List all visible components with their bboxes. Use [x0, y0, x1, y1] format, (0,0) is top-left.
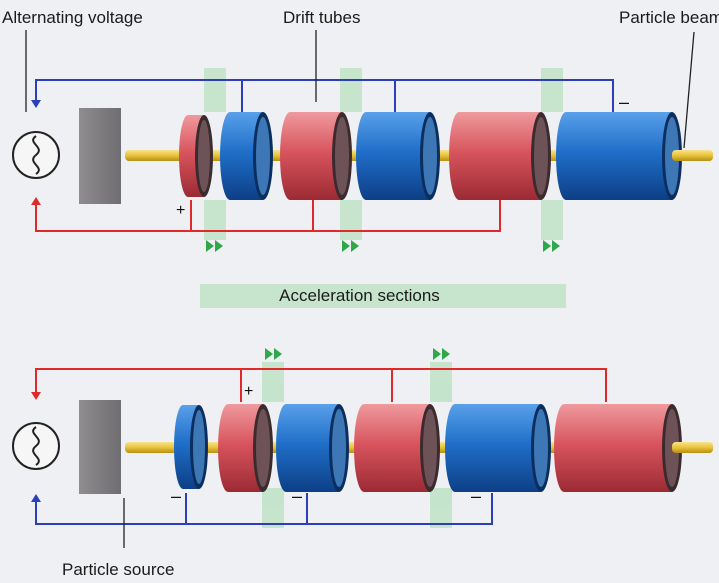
- wire-arrow-red: [31, 197, 41, 205]
- minus-sign: –: [471, 486, 481, 506]
- plus-sign: +: [176, 202, 185, 219]
- minus-sign: –: [171, 486, 181, 506]
- label-alternating-voltage: Alternating voltage: [2, 8, 143, 27]
- wire-arrow-blue: [31, 494, 41, 502]
- acceleration-band: [200, 284, 566, 308]
- drift-tube: [174, 405, 208, 489]
- drift-tube: [356, 112, 440, 200]
- drift-tube: [280, 112, 352, 200]
- drift-tube: [179, 115, 213, 197]
- drift-tube: [276, 404, 349, 492]
- drift-tube: [445, 404, 551, 492]
- label-drift-tubes: Drift tubes: [283, 8, 361, 27]
- wires-bottom: [35, 368, 607, 525]
- label-particle-beam: Particle beam: [619, 8, 719, 27]
- particle-source-block: [79, 400, 121, 494]
- gap-highlights-bottom: [262, 362, 452, 528]
- pointer-line-beam: [683, 31, 695, 149]
- label-particle-source: Particle source: [62, 560, 175, 579]
- drift-tube: [354, 404, 440, 492]
- wires-top: [35, 79, 614, 232]
- drift-tube: [218, 404, 273, 492]
- wire-arrow-blue: [31, 100, 41, 108]
- bottom-linac: + – – –: [12, 348, 713, 548]
- drift-tube: [449, 112, 551, 200]
- wire-arrow-red: [31, 392, 41, 400]
- particle-source-block: [79, 108, 121, 204]
- top-linac: + –: [12, 30, 713, 252]
- ac-source-icon: [12, 422, 60, 470]
- label-acceleration-sections: Acceleration sections: [279, 286, 440, 305]
- minus-sign: –: [619, 92, 629, 112]
- plus-sign: +: [244, 383, 253, 400]
- drift-tube: [220, 112, 273, 200]
- double-chevron-right-icon: [206, 240, 560, 252]
- drift-tube: [554, 404, 682, 492]
- minus-sign: –: [292, 486, 302, 506]
- double-chevron-right-icon: [265, 348, 450, 360]
- ac-source-icon: [12, 131, 60, 179]
- drift-tube: [556, 112, 682, 200]
